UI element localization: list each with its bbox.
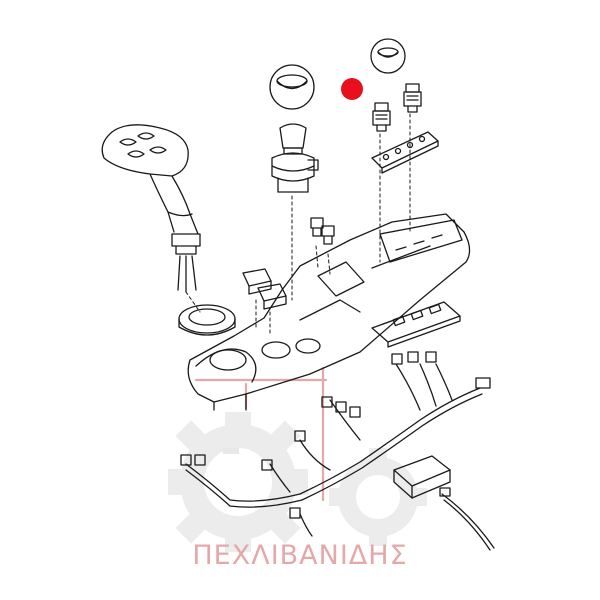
indicator-lamp-2 (321, 225, 335, 245)
rocker-switch-2 (257, 283, 287, 310)
mounting-bracket (371, 131, 439, 174)
watermark-gears (168, 412, 427, 552)
highlight-marker (341, 78, 363, 100)
push-button-icon (372, 102, 391, 132)
brand-watermark: ΠΕΧΛΙΒΑΝΙΔΗΣ (192, 540, 408, 571)
armrest-console-housing (187, 213, 471, 411)
dust-cap-large (269, 64, 315, 110)
left-gear-icon (168, 412, 308, 552)
dust-cap-small (370, 38, 406, 74)
assembly-guide-lines (185, 113, 411, 337)
rocker-switch-1 (242, 268, 272, 295)
circuit-board (371, 301, 461, 348)
push-button-2 (403, 83, 422, 113)
wiring-harness-icon (180, 351, 495, 551)
indicator-lamp-1 (310, 217, 324, 237)
joystick-switch-icon (271, 123, 319, 193)
control-module-icon (393, 455, 451, 499)
joystick-handle-icon (101, 124, 201, 293)
rubber-boot (178, 304, 236, 336)
